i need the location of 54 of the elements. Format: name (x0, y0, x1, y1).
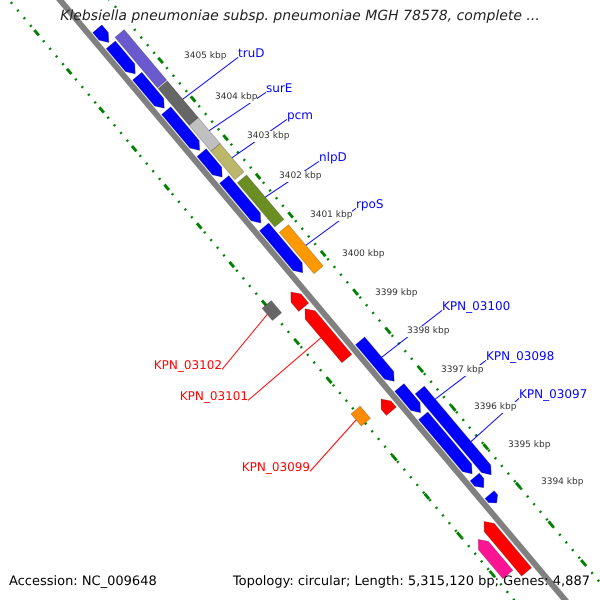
scale-label: 3400 kbp (342, 249, 384, 260)
leader-line (310, 420, 357, 472)
gene-feature (484, 490, 498, 504)
gene-feature (158, 80, 199, 126)
gene-label: surE (266, 81, 292, 96)
gene-label: nlpD (319, 150, 347, 164)
leader-line (182, 56, 238, 100)
gene-feature (278, 224, 324, 274)
scale-label: 3396 kbp (474, 402, 516, 413)
gene-label: KPN_03099 (242, 460, 310, 474)
gene-feature (114, 29, 168, 88)
gene-feature (188, 117, 221, 152)
gene-label: KPN_03100 (442, 299, 510, 314)
gene-feature (350, 406, 372, 427)
gene-feature (304, 308, 352, 364)
leader-line (208, 92, 266, 132)
gene-feature (354, 336, 395, 382)
leader-line (248, 337, 322, 401)
scale-label: 3403 kbp (247, 131, 290, 142)
gene-feature (394, 383, 422, 414)
scale-label: 3404 kbp (215, 92, 258, 103)
gene-feature (161, 106, 200, 151)
gene-feature (132, 72, 165, 109)
gene-feature (106, 40, 136, 74)
scale-label: 3398 kbp (407, 326, 450, 337)
gene-label: KPN_03102 (154, 358, 222, 372)
gene-feature (436, 412, 492, 476)
gene-feature (196, 148, 223, 178)
scale-label: 3395 kbp (508, 440, 550, 451)
gene-label: KPN_03101 (180, 389, 248, 404)
gene-label: pcm (287, 108, 313, 122)
gene-feature (290, 291, 310, 312)
gene-feature (258, 222, 304, 274)
gene-feature (262, 300, 282, 322)
scale-label: 3401 kbp (310, 210, 352, 221)
scale-label: 3394 kbp (541, 477, 584, 488)
scale-label: 3405 kbp (184, 51, 226, 62)
gene-feature (92, 24, 110, 44)
scale-label: 3399 kbp (375, 288, 418, 299)
gene-feature (219, 175, 262, 224)
accession-text: Accession: NC_009648 (9, 574, 157, 590)
leader-line (222, 314, 268, 370)
scale-label: 3402 kbp (279, 171, 322, 182)
gene-feature (414, 386, 447, 420)
gene-label: KPN_03097 (519, 387, 588, 402)
gene-label: truD (238, 46, 264, 60)
gene-feature (484, 520, 532, 577)
gene-feature (210, 143, 245, 180)
gene-feature (380, 398, 397, 416)
gene-label: KPN_03098 (486, 349, 554, 364)
gene-feature (470, 472, 484, 488)
scale-label: 3397 kbp (441, 365, 484, 376)
summary-text: Topology: circular; Length: 5,315,120 bp; Genes: 4,887 (232, 574, 590, 590)
gene-label: rpoS (356, 197, 384, 212)
